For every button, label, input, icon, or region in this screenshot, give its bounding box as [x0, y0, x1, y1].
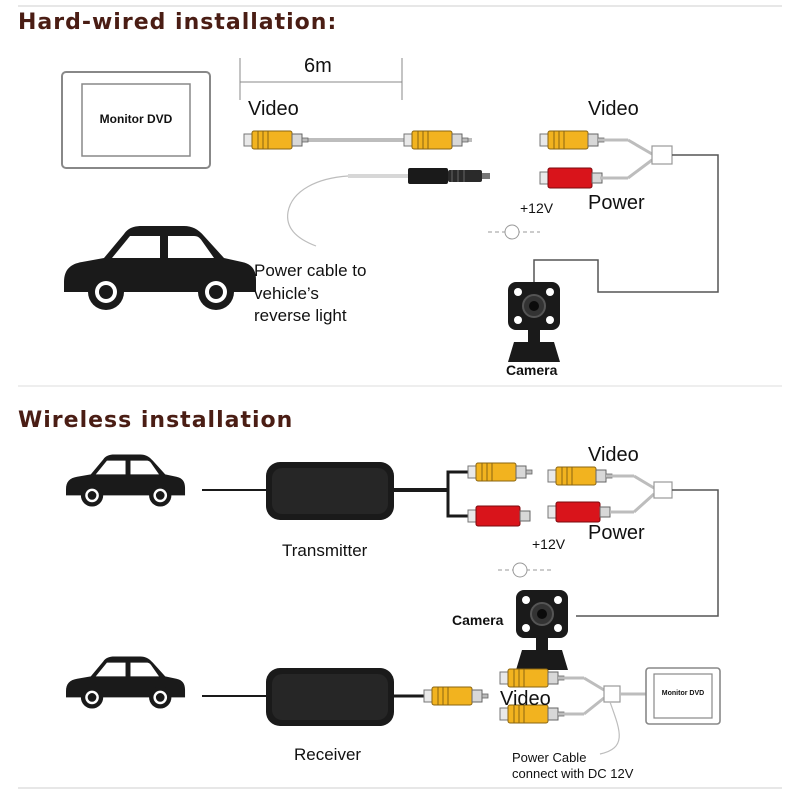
- monitor-screen: [61, 71, 211, 169]
- voltage-label: +12V: [520, 200, 554, 216]
- cable-length-label: 6m: [304, 55, 332, 77]
- power-note-line1: Power cable to: [254, 261, 367, 280]
- camera-label-wireless: Camera: [452, 612, 504, 628]
- power-label-wireless: Power: [588, 522, 645, 544]
- receiver-label: Receiver: [294, 745, 362, 764]
- video-label-right: Video: [588, 98, 639, 120]
- camera-top-icon: [507, 281, 561, 363]
- power-note-bottom-line1: Power Cable: [512, 750, 587, 765]
- monitor-connectors-bottom: [499, 668, 646, 755]
- monitor-label: Monitor DVD: [99, 112, 173, 126]
- cable-length-marker: [239, 58, 403, 100]
- camera-wireless-icon: [515, 589, 569, 671]
- power-label: Power: [588, 192, 645, 214]
- camera-connectors-wireless: [498, 466, 719, 617]
- voltage-label-wireless: +12V: [532, 536, 566, 552]
- car-top-icon: [64, 226, 256, 310]
- monitor-label-small: Monitor DVD: [661, 690, 705, 697]
- wireless-title: Wireless installation: [18, 408, 294, 433]
- power-note-line3: reverse light: [254, 306, 347, 325]
- receiver-device: [202, 668, 489, 726]
- camera-label: Camera: [506, 362, 558, 378]
- monitor-small-screen: [645, 667, 721, 725]
- video-label-bottom: Video: [500, 688, 551, 710]
- transmitter-label: Transmitter: [282, 541, 368, 560]
- video-label-left: Video: [248, 98, 299, 120]
- video-label-wireless: Video: [588, 444, 639, 466]
- transmitter-device: [202, 462, 533, 527]
- camera-connectors-top: [488, 130, 719, 293]
- hardwired-title: Hard-wired installation:: [18, 10, 338, 35]
- video-extension-cable: [243, 130, 490, 247]
- car-bottom-icon: [66, 656, 186, 709]
- power-note-line2: vehicle’s: [254, 284, 319, 303]
- power-note-bottom-line2: connect with DC 12V: [512, 766, 634, 781]
- car-middle-icon: [66, 454, 186, 507]
